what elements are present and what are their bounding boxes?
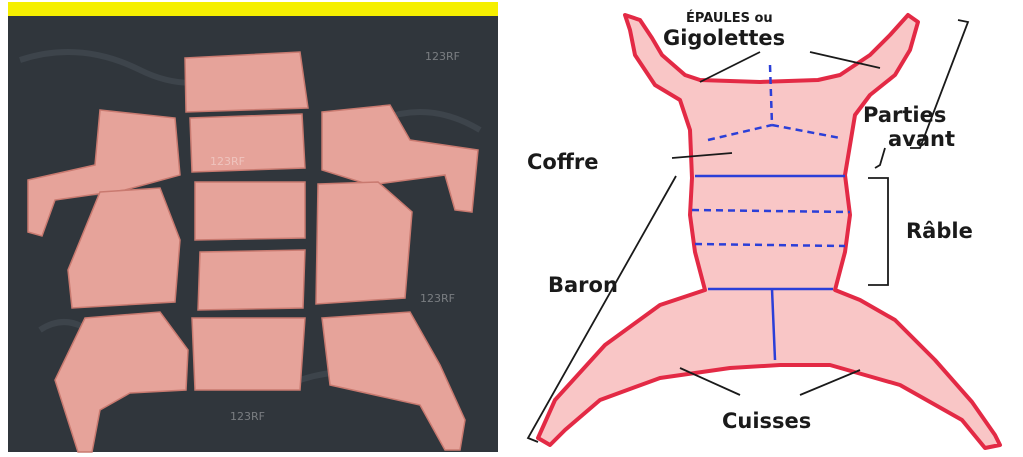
label-coffre: Coffre xyxy=(527,150,598,174)
label-rable: Râble xyxy=(906,219,973,243)
pointer-cuisses-right xyxy=(800,370,860,395)
bracket-parties-tick xyxy=(875,148,885,168)
meat-piece xyxy=(198,250,305,310)
photo-top-bar xyxy=(8,2,498,16)
label-epaules: ÉPAULES ou xyxy=(686,10,773,26)
label-parties: Parties xyxy=(863,103,946,127)
meat-piece xyxy=(192,318,305,390)
meat-piece xyxy=(316,182,412,304)
photo-watermark: 123RF xyxy=(210,155,245,168)
label-baron: Baron xyxy=(548,273,618,297)
label-cuisses: Cuisses xyxy=(722,409,811,433)
photo-watermark: 123RF xyxy=(425,50,460,63)
rabbit-cuts-photo: 123RF 123RF 123RF 123RF xyxy=(0,0,505,457)
bracket-rable xyxy=(868,178,888,285)
rabbit-cut-diagram: ÉPAULES ou Gigolettes Parties avant Coff… xyxy=(505,0,1023,457)
meat-piece xyxy=(195,182,305,240)
label-avant: avant xyxy=(888,127,955,151)
meat-piece xyxy=(190,114,305,172)
meat-piece xyxy=(185,52,308,112)
label-gigolettes: Gigolettes xyxy=(663,26,785,50)
photo-watermark: 123RF xyxy=(230,410,265,423)
photo-watermark: 123RF xyxy=(420,292,455,305)
pointer-gigolettes-left xyxy=(700,52,760,82)
